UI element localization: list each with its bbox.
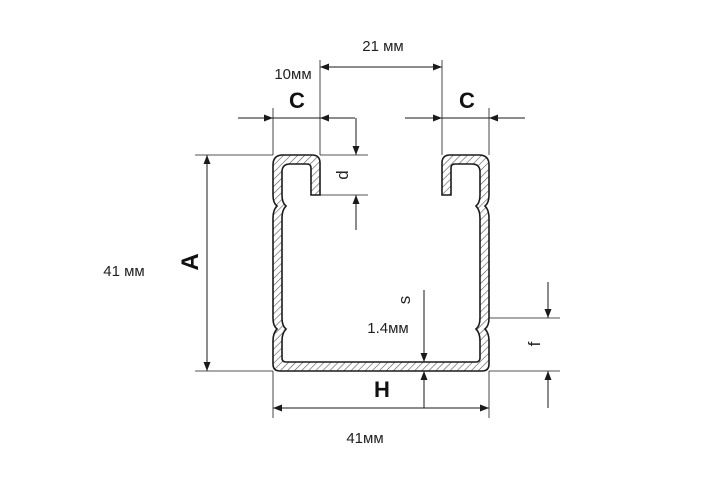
label-f: f (525, 341, 544, 346)
label-d: d (333, 170, 352, 179)
profile-wall (272, 154, 490, 372)
label-1-4mm: 1.4мм (367, 320, 408, 337)
label-21mm: 21 мм (362, 38, 403, 55)
label-41mm-bottom: 41мм (346, 430, 383, 447)
label-c-right: C (459, 88, 475, 113)
label-c-left: C (289, 88, 305, 113)
label-10mm: 10мм (274, 66, 311, 83)
dimension-lines (203, 63, 552, 412)
label-a: A (177, 253, 204, 270)
dimension-labels: 21 мм 10мм C C d A 41 мм s 1.4мм f H 41м… (103, 38, 544, 447)
channel-profile (272, 154, 490, 372)
label-h: H (374, 377, 390, 402)
label-41mm-left: 41 мм (103, 263, 144, 280)
label-s: s (395, 296, 414, 305)
